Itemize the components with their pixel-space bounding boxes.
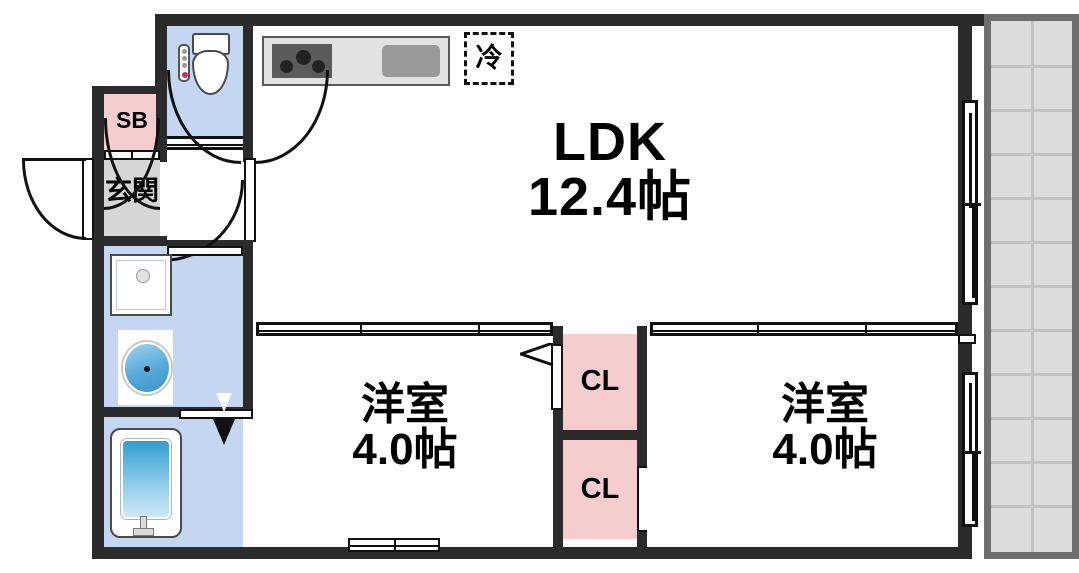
bathroom-folding-door-marker — [213, 393, 235, 445]
room-bedroom-right — [647, 326, 958, 547]
refrigerator-label: 冷 — [475, 42, 503, 73]
sliding-door-right-bedroom[interactable] — [650, 322, 958, 336]
bathtub — [110, 428, 182, 538]
sliding-glass-door-ldk[interactable] — [962, 100, 981, 305]
wall-genkan-bottom — [92, 236, 167, 246]
closet-upper — [563, 334, 637, 430]
wall-corridor-right-lower — [243, 240, 253, 330]
window-bedroom-left[interactable] — [348, 538, 440, 552]
room-label-bedroom-left: 洋室 4.0帖 — [352, 379, 458, 474]
balcony-floor — [991, 21, 1072, 552]
exterior-wall-bottom — [92, 547, 972, 559]
wall-shoebox-top — [92, 86, 167, 94]
closet-upper-label: CL — [580, 365, 620, 398]
room-label-ldk: LDK 12.4帖 — [527, 111, 693, 227]
kitchen-sink — [382, 45, 440, 77]
wall-washroom-right — [243, 326, 253, 417]
refrigerator-space — [464, 32, 514, 85]
ldk-door-leaf[interactable] — [244, 158, 256, 242]
sliding-glass-door-bedroom-right[interactable] — [962, 372, 981, 527]
room-label-bedroom-right: 洋室 4.0帖 — [772, 379, 878, 474]
wall-opening-marker — [958, 334, 976, 344]
closet-lower-label: CL — [580, 472, 620, 505]
exterior-wall-left — [92, 86, 104, 559]
wall-washroom-bottom — [92, 407, 253, 417]
closet-upper-door-leaf[interactable] — [551, 344, 563, 410]
room-bedroom-left — [253, 326, 553, 547]
sliding-door-left-bedroom[interactable] — [256, 322, 553, 336]
closet-lower — [563, 440, 637, 539]
front-door-swing-arc — [22, 160, 86, 240]
wash-basin-drain — [144, 366, 150, 372]
washing-machine-pan — [110, 254, 172, 316]
front-door-swing-top — [22, 158, 86, 161]
wall-closet-mid — [553, 430, 647, 440]
wall-toilet-right — [243, 14, 253, 162]
wall-shoebox-right — [156, 86, 167, 162]
exterior-wall-left-upper — [155, 14, 167, 94]
washroom-door-track[interactable] — [167, 246, 243, 256]
exterior-wall-top — [155, 14, 984, 26]
